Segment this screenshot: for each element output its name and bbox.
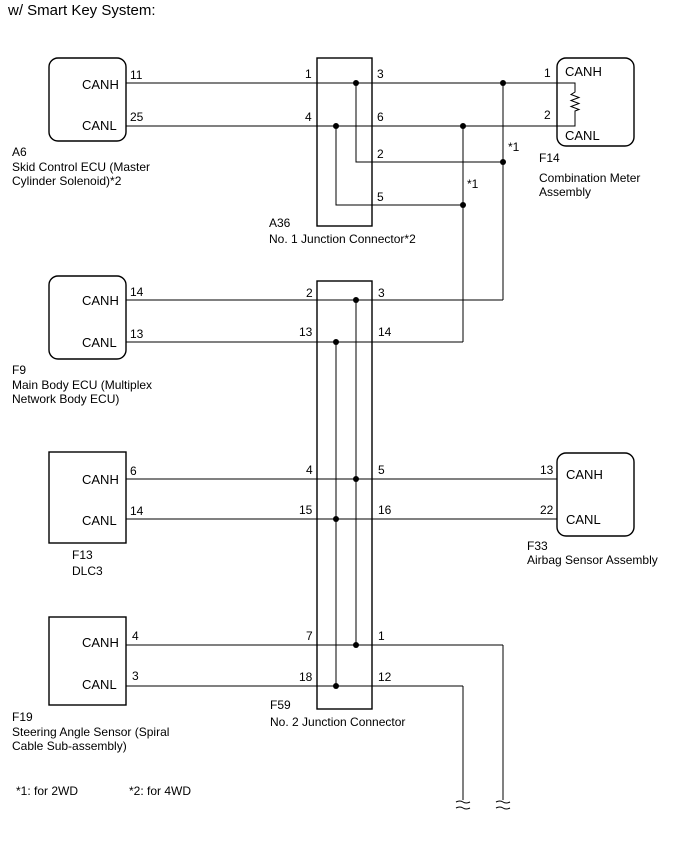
f59-pin-12: 12: [378, 670, 392, 684]
f9-name-line1: Main Body ECU (Multiplex: [12, 378, 152, 392]
a36-internal-canh: [317, 82, 372, 163]
f33-pin-h: 13: [540, 463, 554, 477]
ecu-f14-box: [556, 57, 635, 147]
junction-dot: [353, 297, 359, 303]
f9-name-line2: Network Body ECU): [12, 392, 119, 406]
junction-dot: [333, 339, 339, 345]
a6-code: A6: [12, 145, 27, 159]
f59-code: F59: [270, 698, 291, 712]
star1-mark-a: *1: [508, 140, 520, 154]
connector-a36-box: [316, 57, 373, 227]
f19-canh-label: CANH: [82, 635, 119, 650]
f9-pin-l: 13: [130, 327, 144, 341]
f13-name: DLC3: [72, 564, 103, 578]
junction-dot: [500, 80, 506, 86]
ecu-f9-box: [48, 275, 127, 360]
ecu-f33-box: [556, 452, 635, 537]
f9-canh-label: CANH: [82, 293, 119, 308]
f59-pin-3: 3: [378, 286, 385, 300]
a36-pin-2: 2: [377, 147, 384, 161]
a6-pin-h: 11: [130, 68, 143, 82]
f13-pin-l: 14: [130, 504, 144, 518]
termination-resistor: [557, 82, 581, 127]
a36-pin-4: 4: [305, 110, 312, 124]
f59-pin-5: 5: [378, 463, 385, 477]
f33-name: Airbag Sensor Assembly: [527, 553, 658, 567]
f9-canl-label: CANL: [82, 335, 117, 350]
note-1: *1: for 2WD: [16, 784, 78, 798]
ecu-a6-box: [48, 57, 127, 142]
f13-canh-label: CANH: [82, 472, 119, 487]
f14-name-line1: Combination Meter: [539, 171, 640, 185]
break-symbol-canl: [455, 800, 471, 810]
f19-code: F19: [12, 710, 33, 724]
f14-canl-label: CANL: [565, 128, 600, 143]
f33-canl-label: CANL: [566, 512, 601, 527]
f13-code: F13: [72, 548, 93, 562]
f19-pin-l: 3: [132, 669, 139, 683]
note-2: *2: for 4WD: [129, 784, 191, 798]
f33-pin-l: 22: [540, 503, 554, 517]
f59-pin-14: 14: [378, 325, 392, 339]
f9-code: F9: [12, 363, 26, 377]
a36-code: A36: [269, 216, 291, 230]
a6-pin-l: 25: [130, 110, 144, 124]
f19-pin-h: 4: [132, 629, 139, 643]
junction-dot: [353, 80, 359, 86]
f59-pin-13: 13: [299, 325, 313, 339]
junction-dot: [333, 123, 339, 129]
f59-pin-15: 15: [299, 503, 313, 517]
f14-pin-h: 1: [544, 66, 551, 80]
ecu-f19-box: [48, 616, 127, 706]
a36-pin-3: 3: [377, 67, 384, 81]
a6-name-line2: Cylinder Solenoid)*2: [12, 174, 122, 188]
a6-canl-label: CANL: [82, 118, 117, 133]
junction-dot: [353, 642, 359, 648]
a36-internal-canl: [317, 125, 372, 206]
junction-dot: [333, 683, 339, 689]
a6-name-line1: Skid Control ECU (Master: [12, 160, 150, 174]
f59-pin-1: 1: [378, 629, 385, 643]
f33-code: F33: [527, 539, 548, 553]
f14-pin-l: 2: [544, 108, 551, 122]
a36-pin-6: 6: [377, 110, 384, 124]
star1-mark-b: *1: [467, 177, 479, 191]
f14-canh-label: CANH: [565, 64, 602, 79]
f33-canh-label: CANH: [566, 467, 603, 482]
f9-pin-h: 14: [130, 285, 144, 299]
junction-dot: [353, 476, 359, 482]
f59-pin-7: 7: [306, 629, 313, 643]
f59-name: No. 2 Junction Connector: [270, 715, 405, 729]
junction-dot: [333, 516, 339, 522]
f13-canl-label: CANL: [82, 513, 117, 528]
junction-dot: [460, 202, 466, 208]
diagram-title: w/ Smart Key System:: [7, 2, 156, 19]
f19-canl-label: CANL: [82, 677, 117, 692]
f14-name-line2: Assembly: [539, 185, 591, 199]
connector-f59-box: [316, 280, 373, 710]
a36-pin-1: 1: [305, 67, 312, 81]
wires: [126, 82, 557, 810]
break-symbol-canh: [495, 800, 511, 810]
f19-name-line2: Cable Sub-assembly): [12, 739, 127, 753]
f13-pin-h: 6: [130, 464, 137, 478]
f19-name-line1: Steering Angle Sensor (Spiral: [12, 725, 169, 739]
junction-dots: [333, 80, 506, 689]
f59-pin-4: 4: [306, 463, 313, 477]
a36-name: No. 1 Junction Connector*2: [269, 232, 416, 246]
junction-dot: [460, 123, 466, 129]
f14-code: F14: [539, 151, 560, 165]
f59-pin-16: 16: [378, 503, 392, 517]
f59-pin-2: 2: [306, 286, 313, 300]
f59-pin-18: 18: [299, 670, 313, 684]
a6-canh-label: CANH: [82, 77, 119, 92]
a36-pin-5: 5: [377, 190, 384, 204]
ecu-f13-box: [48, 451, 127, 544]
junction-dot: [500, 159, 506, 165]
